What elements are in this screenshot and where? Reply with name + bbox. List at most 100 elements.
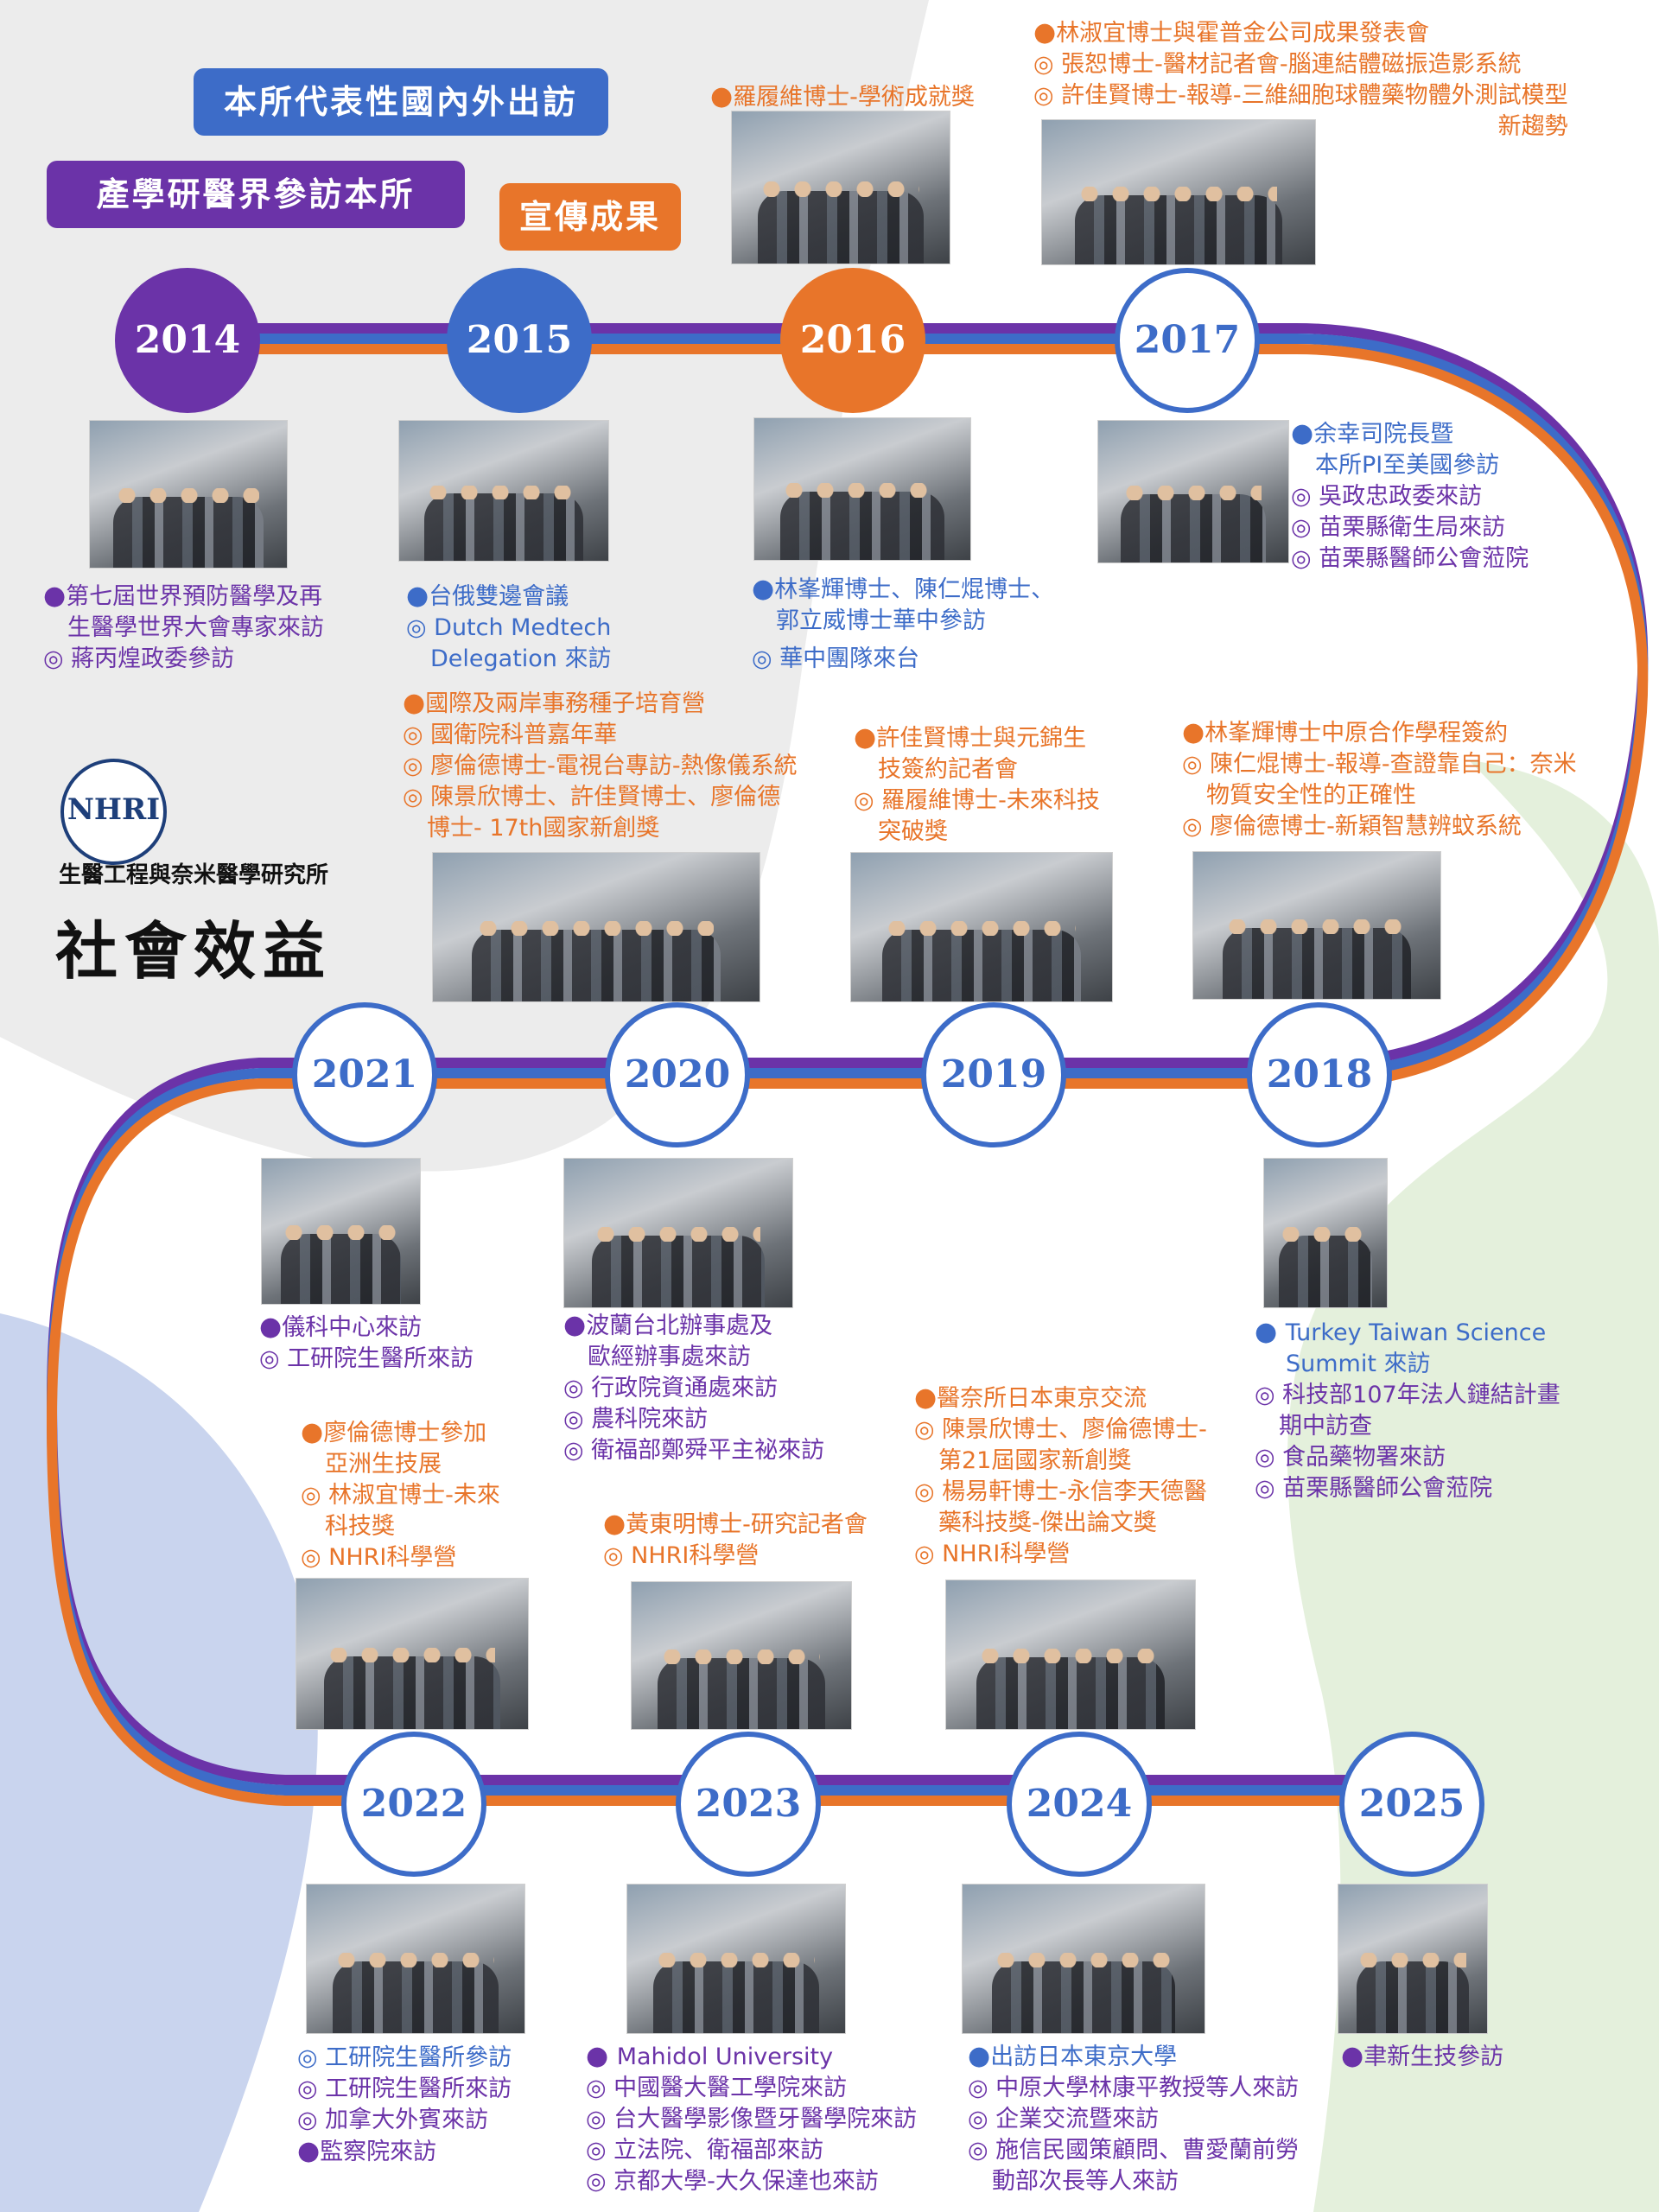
bullet-ring-icon: ◎ (297, 2107, 326, 2133)
entry-text: 林峯輝博士、陳仁焜博士、 (774, 576, 1055, 603)
entry-text: 第七屆世界預防醫學及再 (66, 583, 323, 610)
entry-text: 加拿大外賓來訪 (325, 2107, 489, 2133)
bullet-ring-icon: ◎ (968, 2106, 996, 2133)
bullet-ring-icon: ◎ (1033, 82, 1062, 109)
entry-2017: ●余幸司院長暨 本所PI至美國參訪 ◎ 吳政忠政委來訪 ◎ 苗栗縣衛生局來訪 ◎… (1291, 418, 1529, 575)
entry-text: 科技部107年法人鏈結計畫 (1282, 1382, 1560, 1408)
entry-text: 羅履維博士-未來科技 (881, 787, 1100, 814)
entry-text: 華中團隊來台 (779, 645, 920, 672)
entry-text: 衛福部鄭舜平主祕來訪 (591, 1437, 825, 1464)
bullet-ring-icon: ◎ (968, 2137, 996, 2164)
photo-2020-press (631, 1581, 852, 1730)
bullet-ring-icon: ◎ (563, 1406, 592, 1433)
bullet-dot-icon: ● (1291, 418, 1314, 448)
entry-2023: ● Mahidol University ◎ 中國醫大醫工學院來訪 ◎ 台大醫學… (586, 2041, 917, 2197)
entry-text: 黃東明博士-研究記者會 (626, 1511, 868, 1538)
entry-2018: ● Turkey Taiwan Science Summit 來訪 ◎ 科技部1… (1255, 1317, 1560, 1504)
entry-text: NHRI科學營 (942, 1541, 1071, 1567)
entry-text: 醫奈所日本東京交流 (937, 1385, 1147, 1412)
bullet-dot-icon: ● (43, 581, 67, 611)
entry-text: 許佳賢博士與元錦生 (876, 725, 1087, 752)
entry-text: 動部次長等人來訪 (992, 2168, 1179, 2195)
entry-text: 廖倫德博士參加 (323, 1420, 487, 1446)
bullet-dot-icon: ● (403, 688, 426, 718)
entry-text: 中國醫大醫工學院來訪 (613, 2075, 848, 2101)
bullet-ring-icon: ◎ (43, 645, 72, 672)
entry-text: 期中訪查 (1279, 1413, 1372, 1440)
bullet-ring-icon: ◎ (914, 1416, 943, 1443)
entry-2025: ●聿新生技參訪 (1341, 2041, 1503, 2073)
entry-text: 第21屆國家新創獎 (938, 1447, 1132, 1474)
bullet-ring-icon: ◎ (403, 721, 431, 748)
entry-text: 食品藥物署來訪 (1282, 1444, 1446, 1471)
entry-text: 本所PI至美國參訪 (1315, 452, 1500, 479)
entry-2014: ●第七屆世界預防醫學及再 生醫學世界大會專家來訪 ◎ 蔣丙煌政委參訪 (43, 581, 324, 675)
bullet-ring-icon: ◎ (1255, 1475, 1283, 1502)
bullet-ring-icon: ◎ (586, 2137, 614, 2164)
bullet-ring-icon: ◎ (752, 645, 780, 672)
bullet-dot-icon: ● (603, 1509, 626, 1539)
entry-2015-publicity: ●國際及兩岸事務種子培育營 ◎ 國衛院科普嘉年華 ◎ 廖倫德博士-電視台專訪-熱… (403, 688, 798, 844)
entry-text: 博士- 17th國家新創獎 (427, 815, 660, 842)
bullet-ring-icon: ◎ (914, 1478, 943, 1505)
bullet-ring-icon: ◎ (297, 2044, 326, 2071)
year-2020: 2020 (605, 1002, 750, 1147)
bullet-dot-icon: ● (406, 581, 429, 611)
bullet-ring-icon: ◎ (1033, 51, 1062, 78)
entry-text: 余幸司院長暨 (1313, 421, 1454, 448)
entry-text: Delegation 來訪 (430, 645, 612, 672)
bullet-ring-icon: ◎ (586, 2106, 614, 2133)
photo-2018-summit (1263, 1158, 1388, 1308)
entry-text: 郭立威博士華中參訪 (776, 607, 986, 634)
entry-text: 羅履維博士-學術成就獎 (733, 84, 975, 111)
bullet-dot-icon: ● (297, 2136, 321, 2166)
entry-text: 中原大學林康平教授等人來訪 (995, 2075, 1300, 2101)
page-title: 社會效益 (55, 914, 333, 988)
entry-2019-top: ●許佳賢博士與元錦生 技簽約記者會 ◎ 羅履維博士-未來科技 突破獎 (854, 722, 1100, 848)
photo-2019-signing (850, 852, 1113, 1002)
entry-text: 行政院資通處來訪 (591, 1375, 779, 1402)
entry-text: 新趨勢 (1497, 113, 1568, 140)
bullet-ring-icon: ◎ (1255, 1382, 1283, 1408)
photo-2017-usc (1097, 420, 1289, 563)
bullet-ring-icon: ◎ (1182, 813, 1211, 840)
entry-text: NHRI科學營 (328, 1544, 457, 1571)
legend-publicity: 宣傳成果 (499, 183, 681, 251)
bullet-dot-icon: ● (1182, 717, 1205, 747)
year-2015: 2015 (447, 268, 592, 413)
entry-text: 林峯輝博士中原合作學程簽約 (1205, 720, 1509, 747)
entry-text: 苗栗縣醫師公會蒞院 (1319, 545, 1529, 572)
photo-2015-meeting (398, 420, 609, 562)
photo-2021-visit (261, 1158, 421, 1305)
bullet-dot-icon: ● (854, 722, 877, 753)
photo-2014-visit (89, 420, 288, 569)
entry-text: 歐經辦事處來訪 (588, 1344, 751, 1370)
entry-text: 技簽約記者會 (878, 756, 1018, 783)
entry-text: 苗栗縣醫師公會蒞院 (1282, 1475, 1493, 1502)
entry-text: 國衛院科普嘉年華 (430, 721, 618, 748)
bullet-dot-icon: ● (1255, 1317, 1286, 1347)
entry-text: 廖倫德博士-新穎智慧辨蚊系統 (1210, 813, 1522, 840)
bullet-ring-icon: ◎ (603, 1542, 632, 1569)
bullet-ring-icon: ◎ (403, 753, 431, 779)
entry-text: 陳仁焜博士-報導-查證靠自己：奈米 (1210, 751, 1577, 778)
institute-name: 生醫工程與奈米醫學研究所 (59, 862, 329, 888)
bullet-ring-icon: ◎ (297, 2075, 326, 2102)
entry-text: 林淑宜博士-未來 (328, 1482, 500, 1509)
entry-2015: ●台俄雙邊會議 ◎ Dutch Medtech Delegation 來訪 (406, 581, 612, 675)
bullet-ring-icon: ◎ (914, 1541, 943, 1567)
photo-2018-signing (1192, 851, 1441, 1000)
entry-2016: ●林峯輝博士、陳仁焜博士、 郭立威博士華中參訪 ◎ 華中團隊來台 (752, 574, 1054, 675)
year-2023: 2023 (676, 1732, 821, 1877)
bullet-ring-icon: ◎ (854, 787, 882, 814)
photo-2025-visit (1338, 1884, 1488, 2034)
bullet-dot-icon: ● (586, 2041, 617, 2071)
year-2016: 2016 (780, 268, 925, 413)
entry-2018-top: ●林峯輝博士中原合作學程簽約 ◎ 陳仁焜博士-報導-查證靠自己：奈米 物質安全性… (1182, 717, 1577, 842)
entry-2024: ●出訪日本東京大學 ◎ 中原大學林康平教授等人來訪 ◎ 企業交流暨來訪 ◎ 施信… (968, 2041, 1299, 2197)
entry-text: 立法院、衛福部來訪 (613, 2137, 824, 2164)
year-2019: 2019 (921, 1002, 1066, 1147)
photo-2024-visit (962, 1884, 1205, 2034)
entry-text: 工研院生醫所參訪 (325, 2044, 512, 2071)
entry-text: Turkey Taiwan Science (1285, 1319, 1547, 1346)
